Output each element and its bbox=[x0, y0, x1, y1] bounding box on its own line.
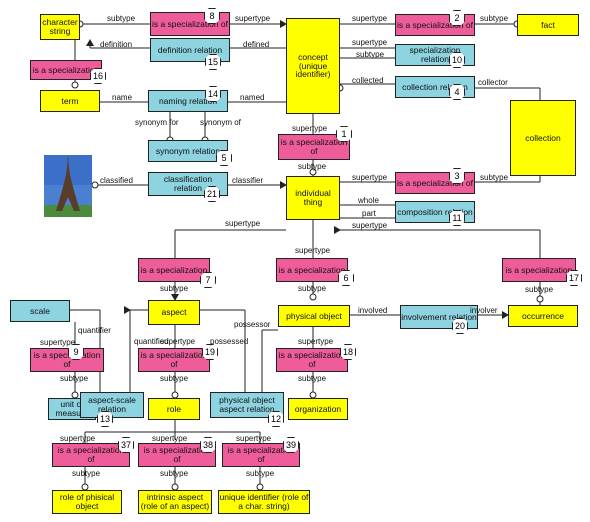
number-badge: 11 bbox=[449, 210, 465, 226]
unique-identifier-box: unique identifier (role of a char. strin… bbox=[218, 490, 310, 514]
organization-box: organization bbox=[288, 398, 348, 420]
edge-label-subtype: subtype bbox=[480, 14, 509, 23]
edge-label-supertype: supertype bbox=[352, 221, 388, 230]
edge-label-supertype: supertype bbox=[352, 38, 388, 47]
edge-label-subtype: subtype bbox=[72, 469, 101, 478]
term-box: term bbox=[40, 90, 100, 112]
specialization-7-box: is a specialization bbox=[138, 258, 210, 282]
edge-label-collector: collector bbox=[478, 78, 508, 87]
edge-label-supertype: supertype bbox=[295, 246, 331, 255]
scale-box: scale bbox=[10, 300, 70, 322]
physical-object-box: physical object bbox=[278, 305, 350, 327]
occurrence-box: occurrence bbox=[508, 305, 578, 327]
edge-label-supertype: supertype bbox=[298, 337, 334, 346]
edge-label-classified: classified bbox=[100, 176, 133, 185]
number-badge: 38 bbox=[200, 437, 216, 453]
edge-label-subtype: subtype bbox=[356, 50, 385, 59]
edge-label-subtype: subtype bbox=[298, 162, 327, 171]
role-of-physical-object-box: role of phisical object bbox=[52, 490, 122, 514]
number-badge: 14 bbox=[205, 86, 221, 102]
edge-label-supertype: supertype bbox=[236, 434, 272, 443]
edge-label-subtype: subtype bbox=[60, 374, 89, 383]
number-badge: 15 bbox=[205, 54, 221, 70]
edge-label-supertype: supertype bbox=[160, 337, 196, 346]
character-string-box: character string bbox=[40, 14, 80, 40]
edge-label-supertype: supertype bbox=[352, 14, 388, 23]
number-badge: 9 bbox=[68, 344, 84, 360]
number-badge: 1 bbox=[336, 126, 352, 142]
number-badge: 8 bbox=[204, 8, 220, 24]
edge-label-synonym-for: synonym for bbox=[135, 118, 179, 127]
edge-label-subtype: subtype bbox=[298, 284, 327, 293]
number-badge: 2 bbox=[449, 10, 465, 26]
edge-label-supertype: supertype bbox=[40, 338, 76, 347]
edge-label-subtype: subtype bbox=[160, 284, 189, 293]
edge-label-subtype: subtype bbox=[525, 285, 554, 294]
aspect-scale-relation-box: aspect-scale relation bbox=[80, 392, 144, 418]
edge-label-named: named bbox=[240, 93, 265, 102]
edge-label-quantifier: quantifier bbox=[78, 326, 111, 335]
edge-label-part: part bbox=[362, 209, 376, 218]
edge-label-involved: involved bbox=[358, 306, 388, 315]
edge-label-subtype: subtype bbox=[480, 173, 509, 182]
edge-label-supertype: supertype bbox=[292, 124, 328, 133]
edge-label-possessed: possessed bbox=[210, 337, 249, 346]
number-badge: 17 bbox=[566, 270, 582, 286]
aspect-box: aspect bbox=[148, 300, 200, 325]
edge-label-synonym-of: synonym of bbox=[200, 118, 241, 127]
intrinsic-aspect-box: intrinsic aspect (role of an aspect) bbox=[138, 490, 212, 514]
edge-label-quantified: quantified bbox=[134, 337, 169, 346]
edge-label-collected: collected bbox=[352, 76, 384, 85]
individual-thing-box: individual thing bbox=[286, 176, 340, 220]
number-badge: 18 bbox=[340, 344, 356, 360]
fact-box: fact bbox=[517, 14, 579, 36]
edge-label-definition: definition bbox=[100, 40, 133, 49]
specialization-9-box: is a specialization of bbox=[30, 348, 104, 372]
specialization-18-box: is a specialization of bbox=[276, 348, 348, 372]
number-badge: 39 bbox=[283, 437, 299, 453]
number-badge: 21 bbox=[204, 186, 220, 202]
number-badge: 13 bbox=[97, 411, 113, 427]
number-badge: 12 bbox=[268, 411, 284, 427]
edge-label-subtype: subtype bbox=[246, 469, 275, 478]
edge-label-supertype: supertype bbox=[60, 434, 96, 443]
eiffel-tower-photo bbox=[44, 155, 92, 217]
number-badge: 6 bbox=[338, 270, 354, 286]
number-badge: 10 bbox=[449, 52, 465, 68]
involvement-relation-box: involvement relation bbox=[400, 305, 478, 329]
edge-label-supertype: supertype bbox=[225, 219, 261, 228]
edge-label-supertype: supertype bbox=[235, 14, 271, 23]
edge-label-subtype: subtype bbox=[160, 469, 189, 478]
number-badge: 20 bbox=[452, 318, 468, 334]
specialization-1-box: is a specialization of bbox=[278, 134, 350, 160]
specialization-6-box: is a specialization bbox=[276, 258, 348, 282]
edge-label-name: name bbox=[112, 93, 133, 102]
role-box: role bbox=[148, 398, 200, 420]
edge-label-whole: whole bbox=[358, 196, 379, 205]
specialization-19-box: is a specialization of bbox=[138, 348, 210, 372]
specialization-17-box: is a specialization bbox=[502, 258, 576, 282]
edge-label-supertype: supertype bbox=[352, 173, 388, 182]
specialization-37-box: is a specialization of bbox=[52, 443, 130, 467]
collection-box: collection bbox=[510, 100, 576, 176]
edge-label-possessor: possessor bbox=[234, 320, 271, 329]
number-badge: 7 bbox=[200, 272, 216, 288]
edge-label-subtype: subtype bbox=[160, 374, 189, 383]
edge-label-defined: defined bbox=[243, 40, 270, 49]
number-badge: 19 bbox=[202, 344, 218, 360]
edge-label-involver: involver bbox=[470, 306, 498, 315]
concept-box: concept (unique identifier) bbox=[286, 18, 340, 114]
number-badge: 3 bbox=[449, 168, 465, 184]
edge-label-classifier: classifier bbox=[232, 176, 264, 185]
number-badge: 5 bbox=[216, 150, 232, 166]
edge-label-subtype: subtype bbox=[107, 14, 136, 23]
number-badge: 16 bbox=[90, 68, 106, 84]
edge-label-subtype: subtype bbox=[298, 374, 327, 383]
edge-label-supertype: supertype bbox=[152, 434, 188, 443]
number-badge: 37 bbox=[118, 437, 134, 453]
number-badge: 4 bbox=[449, 84, 465, 100]
